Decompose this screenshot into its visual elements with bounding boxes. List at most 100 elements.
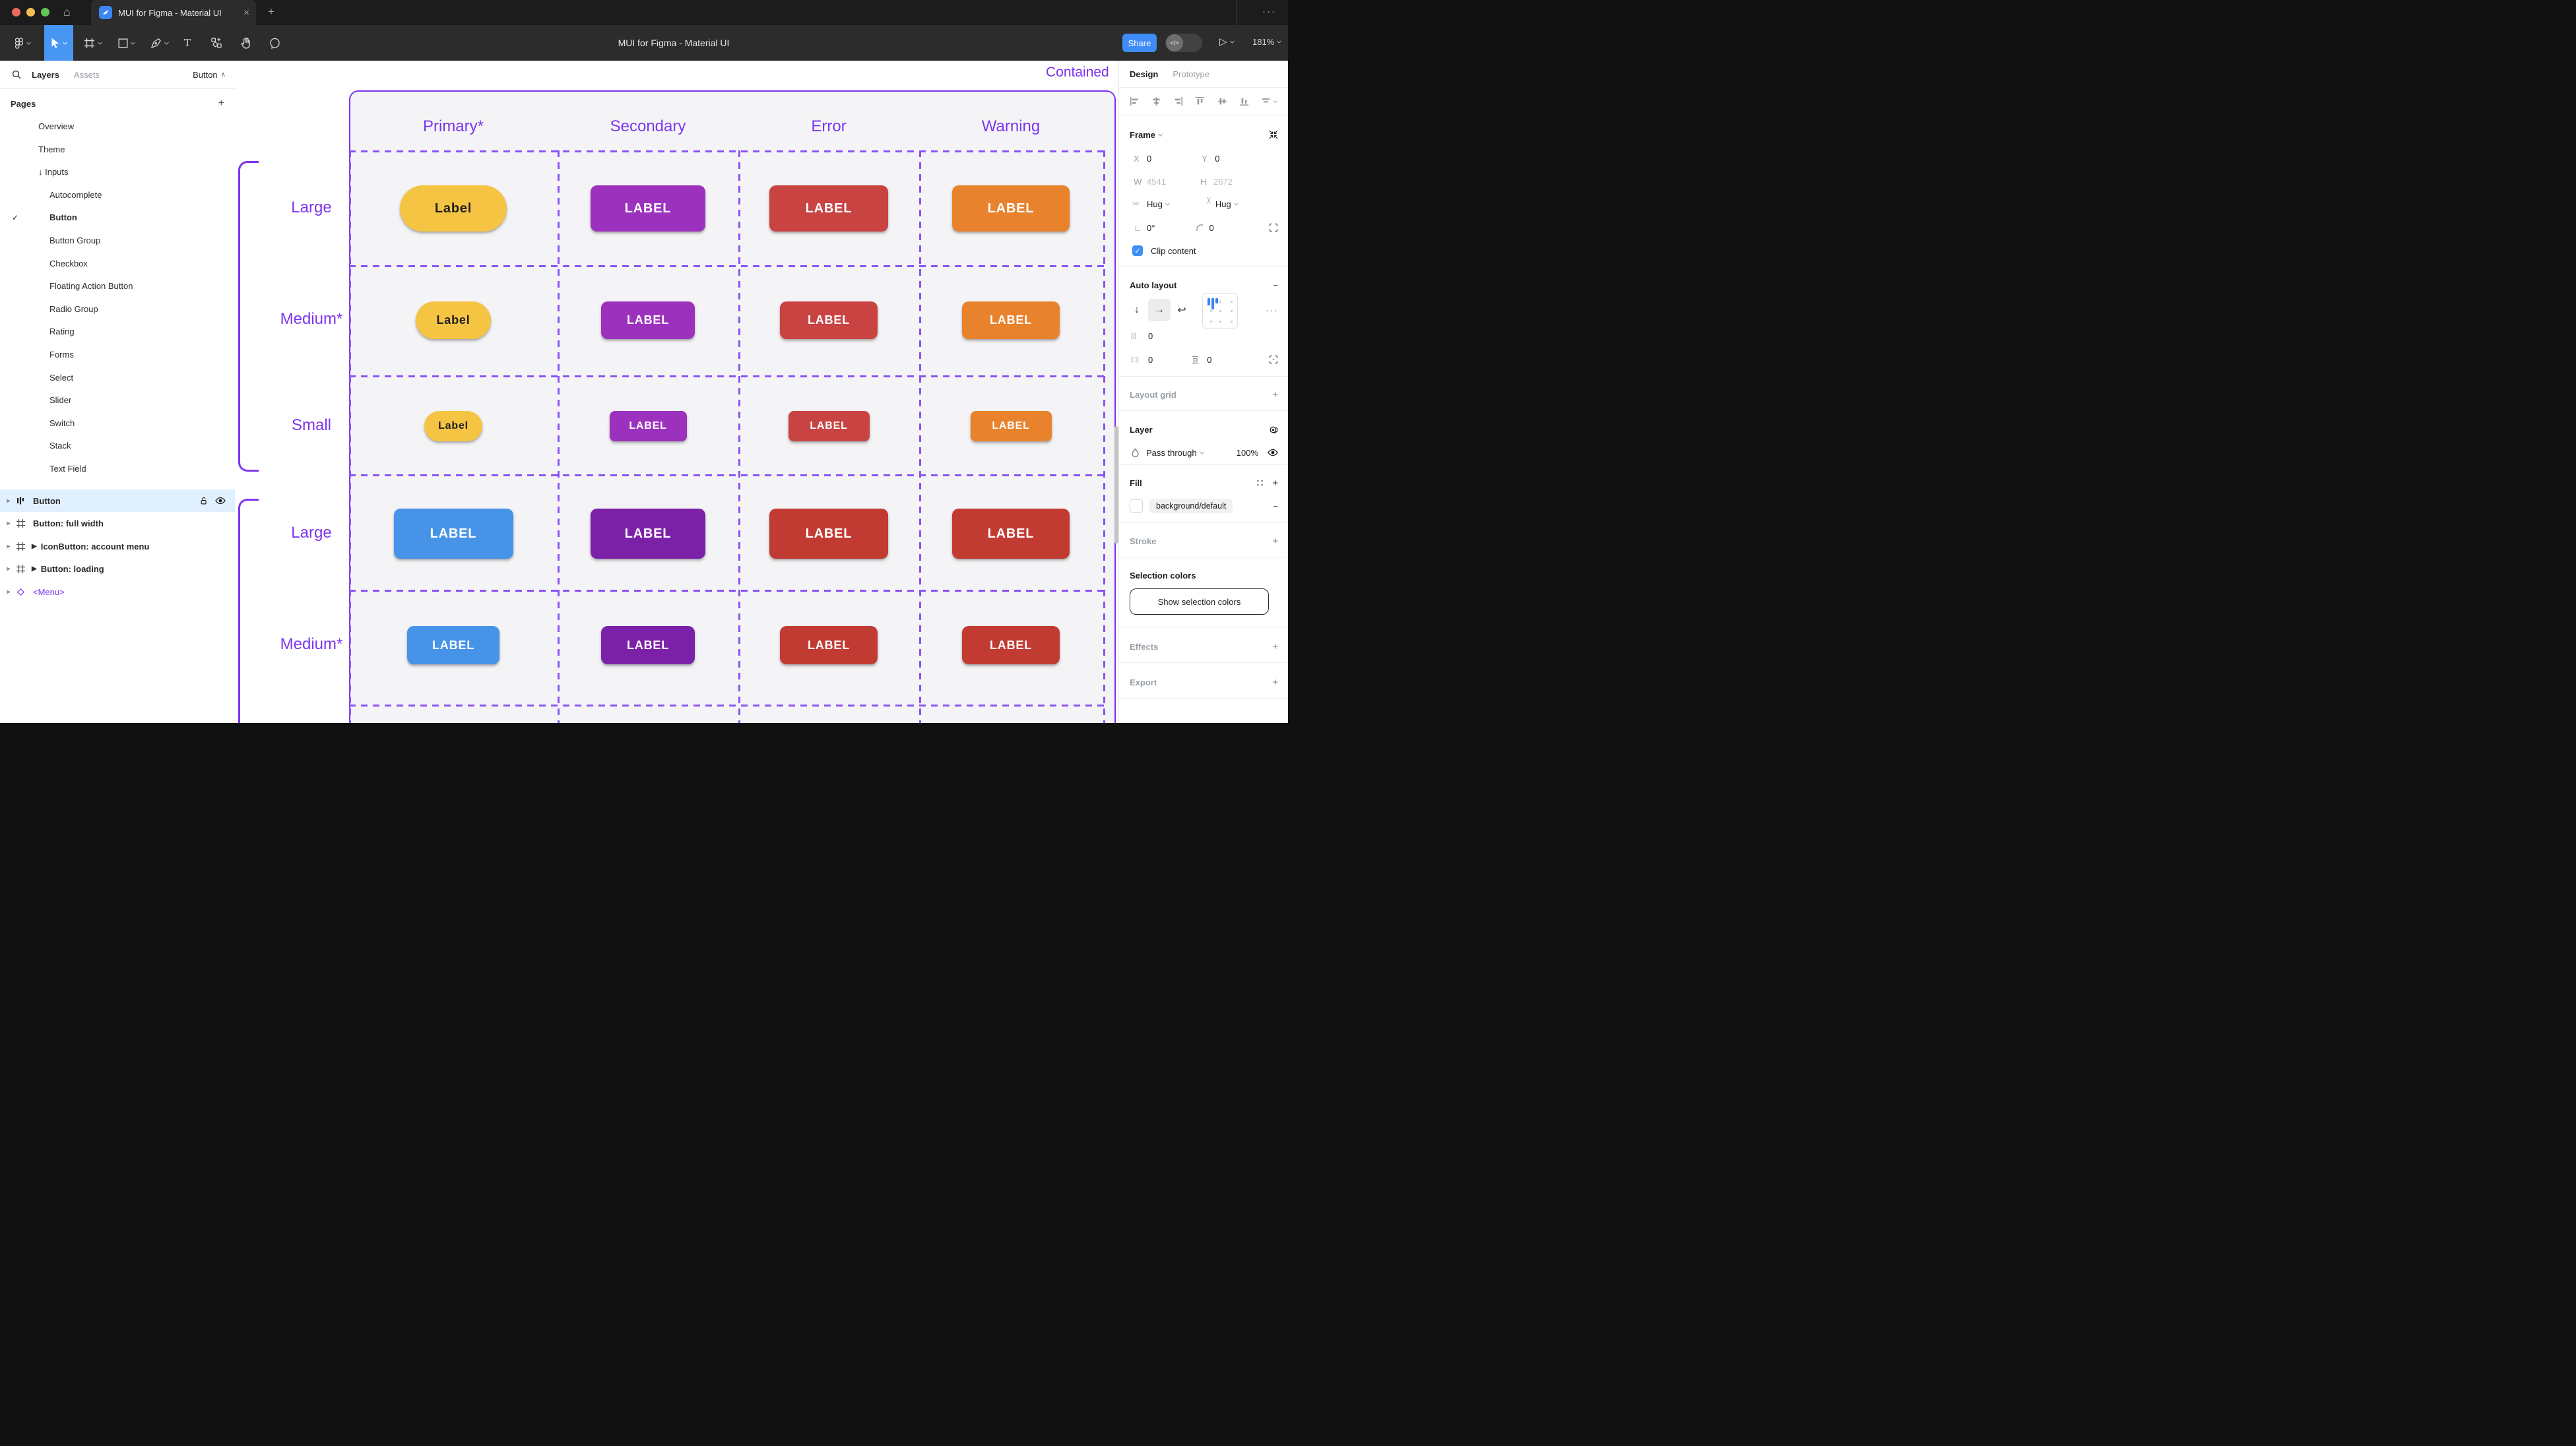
align-top-icon[interactable] [1195, 96, 1205, 106]
layer-item-iconbutton-account-menu[interactable]: ▸▶IconButton: account menu [0, 535, 235, 557]
vertical-sizing-field[interactable]: Hug [1215, 199, 1231, 209]
layer-item-button-full-width[interactable]: ▸Button: full width [0, 513, 235, 535]
page-item-inputs[interactable]: ↓ Inputs [0, 162, 235, 182]
canvas-button-small-primary[interactable]: Label [424, 411, 482, 441]
remove-fill-button[interactable]: − [1273, 501, 1278, 511]
tab-design[interactable]: Design [1130, 69, 1159, 79]
opacity-field[interactable]: 100% [1236, 447, 1258, 458]
page-item-slider[interactable]: Slider [0, 390, 235, 410]
width-field[interactable]: 4541 [1147, 176, 1166, 187]
blend-mode-field[interactable]: Pass through [1146, 447, 1197, 458]
page-item-overview[interactable]: Overview [0, 116, 235, 137]
add-layout-grid-button[interactable]: + [1272, 389, 1278, 400]
tab-layers[interactable]: Layers [32, 69, 59, 80]
canvas-button-large-error[interactable]: LABEL [769, 185, 888, 232]
canvas-button-small-warning[interactable]: LABEL [970, 411, 1052, 441]
shape-tool-button[interactable] [112, 25, 141, 61]
maximize-window-button[interactable] [41, 8, 49, 16]
canvas-button-medium-primary[interactable]: Label [416, 301, 491, 339]
clip-content-checkbox[interactable]: ✓ [1132, 245, 1143, 256]
document-tab[interactable]: MUI for Figma - Material UI × [91, 0, 256, 25]
close-window-button[interactable] [12, 8, 20, 16]
auto-layout-more-icon[interactable]: ··· [1266, 305, 1278, 315]
comment-tool-button[interactable] [261, 25, 288, 61]
canvas-button-medium-warning[interactable]: LABEL [962, 626, 1060, 664]
page-item-button-group[interactable]: Button Group [0, 230, 235, 251]
canvas-button-large-primary[interactable]: Label [400, 185, 507, 232]
canvas-button-large-primary[interactable]: LABEL [393, 509, 513, 559]
horizontal-sizing-field[interactable]: Hug [1147, 199, 1163, 209]
y-position-field[interactable]: 0 [1215, 153, 1220, 164]
corner-radius-field[interactable]: 0 [1209, 222, 1214, 233]
dev-mode-toggle[interactable]: </> [1165, 34, 1202, 52]
canvas-button-medium-error[interactable]: LABEL [780, 626, 878, 664]
canvas-button-large-warning[interactable]: LABEL [952, 185, 1070, 232]
canvas-button-small-secondary[interactable]: LABEL [609, 411, 687, 441]
height-field[interactable]: 2672 [1213, 176, 1233, 187]
independent-corners-icon[interactable] [1269, 223, 1278, 232]
page-item-rating[interactable]: Rating [0, 321, 235, 342]
unlock-icon[interactable] [199, 496, 209, 506]
canvas-button-medium-secondary[interactable]: LABEL [601, 301, 695, 339]
fill-styles-icon[interactable]: ∷ [1256, 478, 1264, 489]
page-item-theme[interactable]: Theme [0, 139, 235, 160]
home-icon[interactable]: ⌂ [63, 5, 71, 18]
add-page-button[interactable]: + [218, 98, 224, 109]
align-right-icon[interactable] [1173, 96, 1183, 106]
new-tab-button[interactable]: + [268, 5, 274, 18]
tab-close-icon[interactable]: × [243, 7, 249, 18]
page-item-button[interactable]: ✓Button [0, 207, 235, 228]
align-bottom-icon[interactable] [1239, 96, 1249, 106]
fill-style-chip[interactable]: background/default [1149, 499, 1233, 513]
rotation-field[interactable]: 0° [1147, 222, 1155, 233]
canvas-button-large-secondary[interactable]: LABEL [591, 185, 705, 232]
align-h-center-icon[interactable] [1151, 96, 1161, 106]
distribute-icon[interactable] [1261, 96, 1278, 106]
search-icon[interactable] [12, 70, 21, 79]
canvas-button-large-secondary[interactable]: LABEL [591, 509, 705, 559]
canvas-button-medium-secondary[interactable]: LABEL [601, 626, 695, 664]
move-tool-button[interactable] [44, 25, 73, 61]
page-item-radio-group[interactable]: Radio Group [0, 299, 235, 319]
layer-visibility-eye-icon[interactable] [1268, 449, 1278, 456]
expand-caret-icon[interactable]: ▸ [7, 520, 11, 527]
add-effect-button[interactable]: + [1272, 641, 1278, 652]
hand-tool-button[interactable] [232, 25, 259, 61]
layer-item--menu-[interactable]: ▸<Menu> [0, 581, 235, 603]
expand-caret-icon[interactable]: ▸ [7, 588, 11, 596]
page-item-switch[interactable]: Switch [0, 413, 235, 433]
frame-tool-button[interactable] [78, 25, 108, 61]
present-button[interactable]: ▷ [1219, 36, 1235, 47]
page-item-floating-action-button[interactable]: Floating Action Button [0, 276, 235, 296]
visibility-eye-icon[interactable] [215, 497, 226, 505]
page-item-stack[interactable]: Stack [0, 435, 235, 456]
share-button[interactable]: Share [1122, 34, 1157, 52]
vertical-padding-field[interactable]: 0 [1207, 354, 1212, 365]
frame-name-label[interactable]: Contained [1046, 65, 1109, 80]
expand-caret-icon[interactable]: ▸ [7, 565, 11, 573]
auto-layout-wrap-button[interactable]: ↩ [1177, 305, 1186, 316]
show-selection-colors-button[interactable]: Show selection colors [1130, 588, 1269, 615]
page-item-forms[interactable]: Forms [0, 344, 235, 365]
page-item-text-field[interactable]: Text Field [0, 458, 235, 479]
align-left-icon[interactable] [1130, 96, 1140, 106]
individual-padding-icon[interactable] [1269, 355, 1278, 364]
canvas-button-large-error[interactable]: LABEL [769, 509, 888, 559]
zoom-level-control[interactable]: 181% [1252, 37, 1282, 47]
add-fill-button[interactable]: + [1272, 477, 1278, 489]
canvas-button-medium-error[interactable]: LABEL [780, 301, 878, 339]
alignment-widget[interactable] [1202, 293, 1238, 329]
expand-caret-icon[interactable]: ▸ [7, 542, 11, 550]
window-more-icon[interactable]: ··· [1262, 6, 1276, 17]
canvas-button-medium-primary[interactable]: LABEL [407, 626, 499, 664]
page-item-autocomplete[interactable]: Autocomplete [0, 185, 235, 205]
page-item-checkbox[interactable]: Checkbox [0, 253, 235, 274]
remove-auto-layout-button[interactable]: − [1273, 280, 1278, 290]
minimize-window-button[interactable] [26, 8, 35, 16]
align-v-center-icon[interactable] [1217, 96, 1227, 106]
canvas-button-medium-warning[interactable]: LABEL [962, 301, 1060, 339]
x-position-field[interactable]: 0 [1147, 153, 1152, 164]
add-stroke-button[interactable]: + [1272, 535, 1278, 547]
auto-layout-horizontal-button[interactable]: → [1148, 299, 1171, 321]
tab-prototype[interactable]: Prototype [1173, 69, 1209, 79]
